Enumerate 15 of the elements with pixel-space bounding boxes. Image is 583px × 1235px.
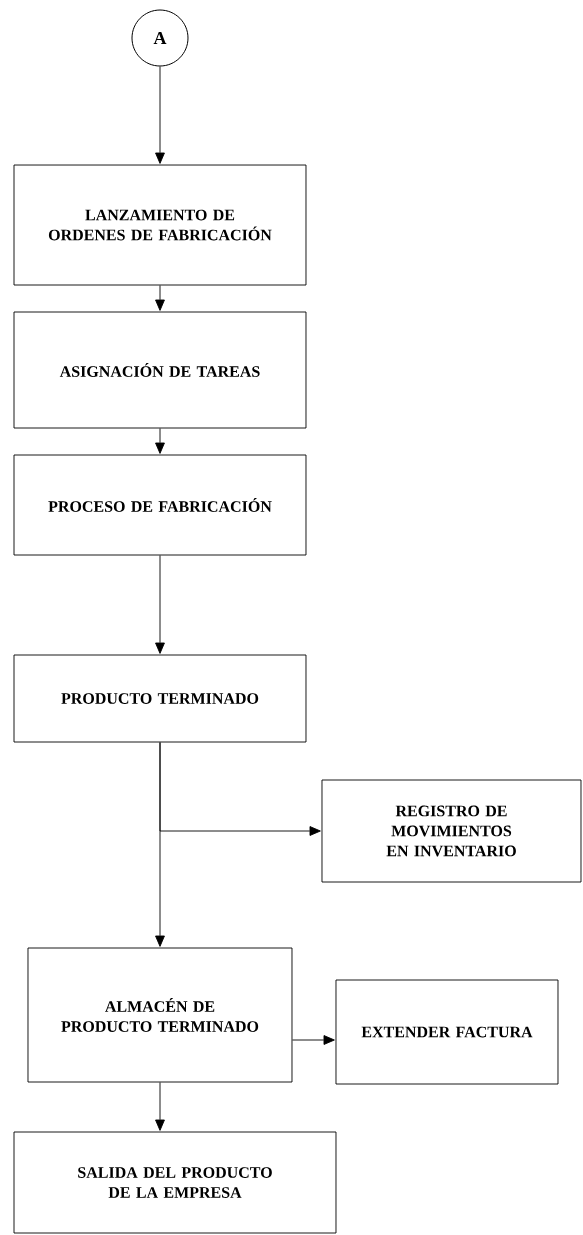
process-box: LANZAMIENTO DE ORDENES DE FABRICACIÓN bbox=[13, 164, 307, 286]
arrow bbox=[155, 285, 165, 311]
process-box: ALMACÉN DE PRODUCTO TERMINADO bbox=[27, 947, 293, 1083]
arrow bbox=[155, 428, 165, 454]
process-box: PRODUCTO TERMINADO bbox=[13, 654, 307, 743]
process-box: ASIGNACIÓN DE TAREAS bbox=[13, 311, 307, 429]
process-box: PROCESO DE FABRICACIÓN bbox=[13, 454, 307, 556]
arrow bbox=[155, 66, 165, 164]
arrow bbox=[155, 742, 165, 947]
arrow bbox=[155, 555, 165, 654]
process-box: SALIDA DEL PRODUCTO DE LA EMPRESA bbox=[13, 1131, 337, 1234]
process-box: REGISTRO DE MOVIMIENTOS EN INVENTARIO bbox=[321, 779, 582, 883]
process-box: EXTENDER FACTURA bbox=[335, 979, 559, 1085]
arrow bbox=[292, 1035, 335, 1045]
arrow bbox=[155, 1082, 165, 1131]
